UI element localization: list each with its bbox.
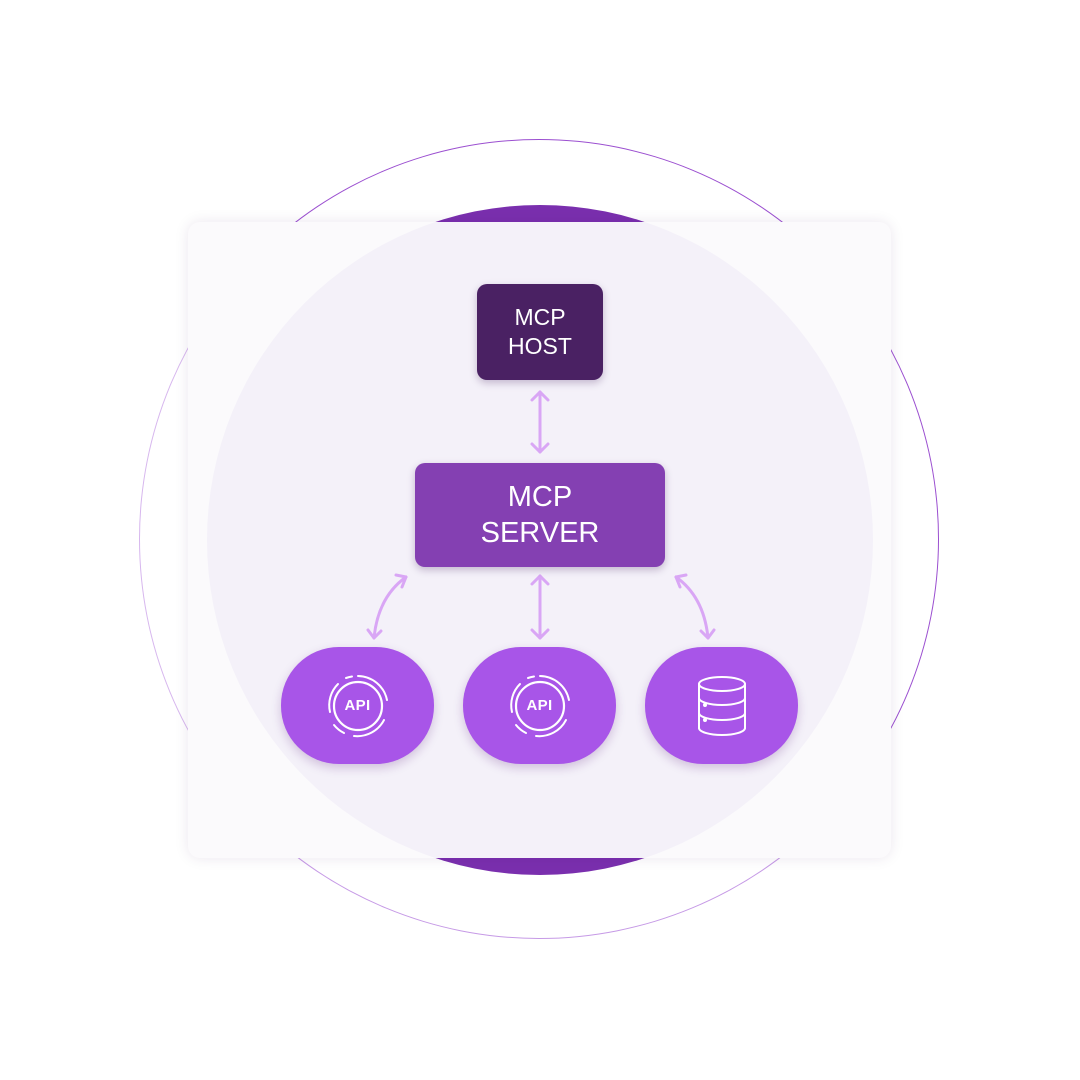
api-node-1: API xyxy=(281,647,434,764)
mcp-host-box: MCP HOST xyxy=(477,284,603,380)
host-label-line2: HOST xyxy=(508,333,572,359)
server-label-line2: SERVER xyxy=(480,517,600,549)
mcp-server-box: MCP SERVER xyxy=(415,463,665,567)
host-label-line1: MCP xyxy=(514,304,566,330)
database-icon xyxy=(697,675,746,736)
api-icon: API xyxy=(506,672,574,740)
api-label: API xyxy=(526,697,553,714)
server-label-line1: MCP xyxy=(507,481,573,513)
database-node xyxy=(645,647,798,764)
api-label: API xyxy=(344,697,371,714)
outer-ring xyxy=(139,139,939,939)
api-icon: API xyxy=(324,672,392,740)
api-node-2: API xyxy=(463,647,616,764)
